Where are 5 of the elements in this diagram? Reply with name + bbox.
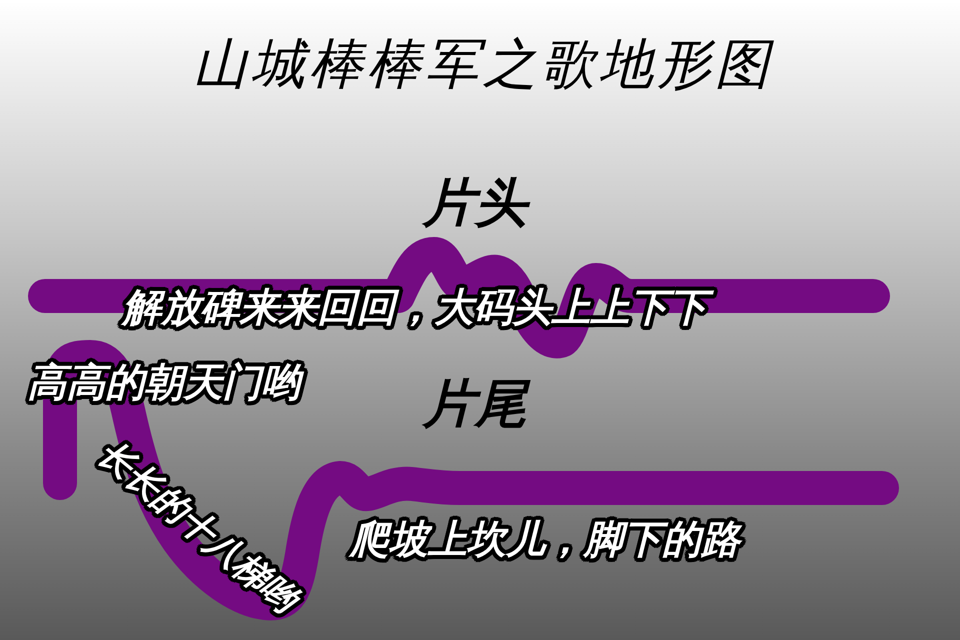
- section-heading: 片头: [418, 170, 532, 238]
- section-heading: 片尾: [418, 371, 532, 439]
- title: 山城棒棒军之歌地形图: [193, 34, 773, 94]
- lyric-label: 爬坡上坎儿，脚下的路: [345, 514, 745, 568]
- lyric-label: 长长的十八梯哟: [89, 432, 306, 622]
